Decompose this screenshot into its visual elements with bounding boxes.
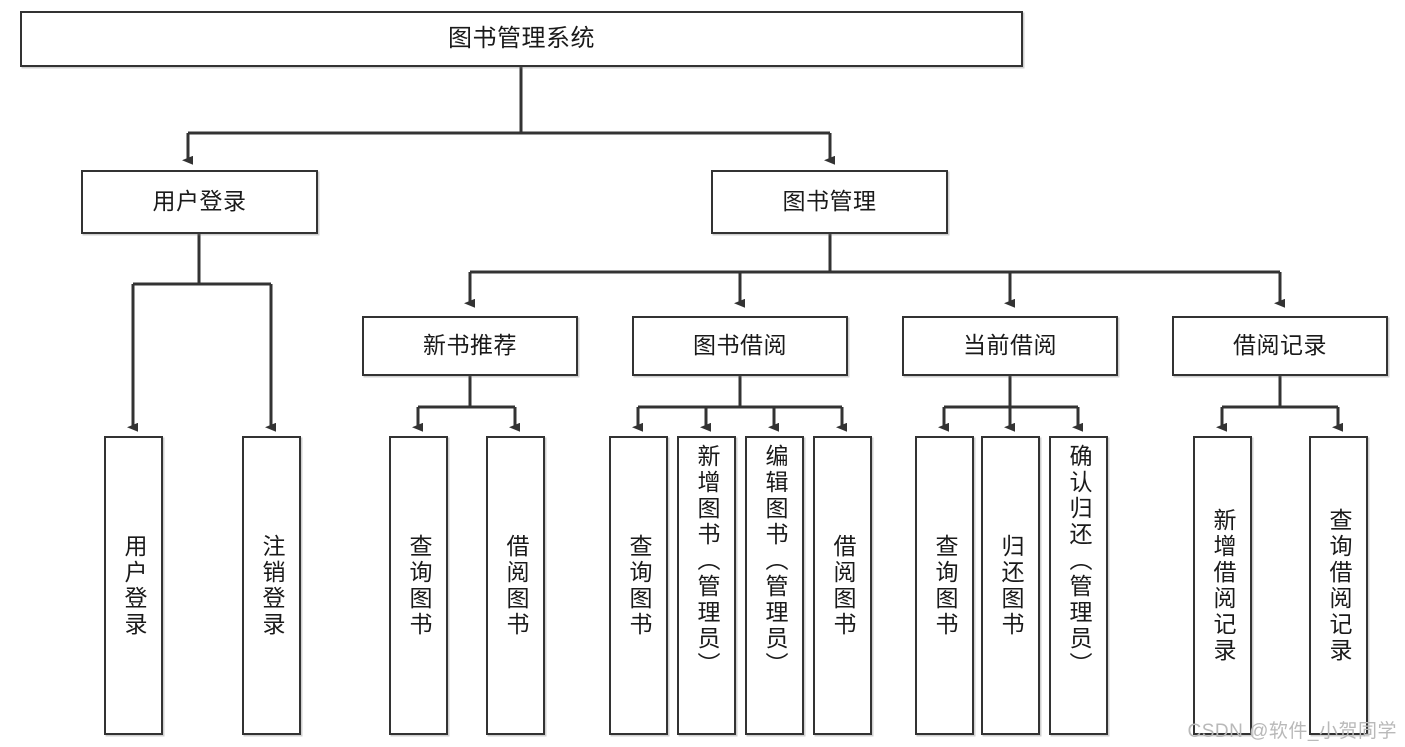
node-label: 查询图书	[932, 533, 958, 638]
leaf-user-login-signout[interactable]: 注销登录	[242, 436, 301, 735]
leaf-current-return-book[interactable]: 归还图书	[981, 436, 1040, 735]
node-borrow-record[interactable]: 借阅记录	[1172, 316, 1388, 376]
node-label: 当前借阅	[963, 332, 1057, 359]
leaf-user-login-signin[interactable]: 用户登录	[104, 436, 163, 735]
leaf-record-query-record[interactable]: 查询借阅记录	[1309, 436, 1368, 735]
node-label: 注销登录	[259, 533, 285, 638]
node-label: 用户登录	[121, 533, 147, 638]
node-book-management[interactable]: 图书管理	[711, 170, 948, 234]
node-label: 归还图书	[998, 533, 1024, 638]
node-book-borrow[interactable]: 图书借阅	[632, 316, 848, 376]
node-label: 新增图书（管理员）	[694, 444, 720, 678]
node-new-book-recommend[interactable]: 新书推荐	[362, 316, 578, 376]
node-current-borrow[interactable]: 当前借阅	[902, 316, 1118, 376]
node-label: 借阅记录	[1233, 332, 1327, 359]
node-label: 查询借阅记录	[1326, 507, 1352, 664]
leaf-borrow-add-book-admin[interactable]: 新增图书（管理员）	[677, 436, 736, 735]
node-label: 图书管理	[782, 188, 877, 215]
node-label: 确认归还（管理员）	[1066, 444, 1092, 678]
leaf-current-confirm-return-admin[interactable]: 确认归还（管理员）	[1049, 436, 1108, 735]
leaf-current-query-book[interactable]: 查询图书	[915, 436, 974, 735]
node-label: 图书管理系统	[448, 24, 595, 52]
node-user-login[interactable]: 用户登录	[81, 170, 318, 234]
node-label: 编辑图书（管理员）	[762, 444, 788, 678]
leaf-record-add-record[interactable]: 新增借阅记录	[1193, 436, 1252, 735]
node-label: 查询图书	[406, 533, 432, 638]
leaf-borrow-borrow-book[interactable]: 借阅图书	[813, 436, 872, 735]
node-root-library-management-system[interactable]: 图书管理系统	[20, 11, 1023, 67]
leaf-new-book-query[interactable]: 查询图书	[389, 436, 448, 735]
leaf-borrow-edit-book-admin[interactable]: 编辑图书（管理员）	[745, 436, 804, 735]
leaf-new-book-borrow[interactable]: 借阅图书	[486, 436, 545, 735]
node-label: 图书借阅	[693, 332, 787, 359]
node-label: 新增借阅记录	[1210, 507, 1236, 664]
node-label: 借阅图书	[830, 533, 856, 638]
node-label: 新书推荐	[423, 332, 517, 359]
leaf-borrow-query-book[interactable]: 查询图书	[609, 436, 668, 735]
node-label: 查询图书	[626, 533, 652, 638]
node-label: 用户登录	[152, 188, 247, 215]
node-label: 借阅图书	[503, 533, 529, 638]
